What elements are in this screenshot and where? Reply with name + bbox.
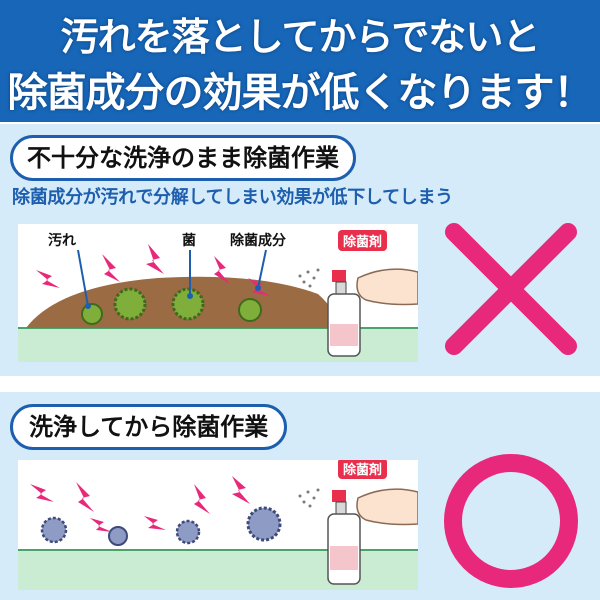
section-insufficient-title: 不十分な洗浄のまま除菌作業	[10, 135, 356, 181]
section-clean-title: 洗浄してから除菌作業	[10, 404, 288, 450]
clean-surface-art	[18, 476, 418, 590]
spray-tag-2: 除菌剤	[338, 460, 388, 479]
headline-line-1: 汚れを落としてからでないと	[60, 15, 541, 59]
hand-icon	[356, 488, 418, 526]
spray-tag-1: 除菌剤	[338, 230, 388, 251]
germ-icon	[40, 506, 282, 546]
spray-bottle-icon	[327, 270, 361, 357]
germ-icon	[81, 287, 262, 325]
headline-line-2: 除菌成分の効果が低くなります！	[7, 70, 594, 116]
lightning-icon	[36, 244, 270, 296]
dirty-surface-illustration: 汚れ 菌 除菌成分 除菌剤	[18, 224, 418, 362]
dirty-surface-art	[18, 244, 418, 362]
section-insufficient-description: 除菌成分が汚れで分解してしまい効果が低下してしまう	[12, 187, 453, 208]
clean-surface-illustration: 除菌剤	[18, 460, 418, 590]
spray-mist	[298, 488, 320, 508]
lightning-icon	[30, 476, 250, 532]
spray-bottle-icon	[327, 490, 361, 585]
spray-mist	[298, 268, 320, 288]
label-agent: 除菌成分	[230, 233, 286, 249]
circle-icon	[444, 454, 578, 588]
label-dirt: 汚れ	[48, 233, 76, 249]
headline-banner	[0, 0, 600, 122]
hand-icon	[356, 268, 418, 306]
cross-icon	[445, 223, 577, 355]
label-germ: 菌	[182, 233, 196, 249]
